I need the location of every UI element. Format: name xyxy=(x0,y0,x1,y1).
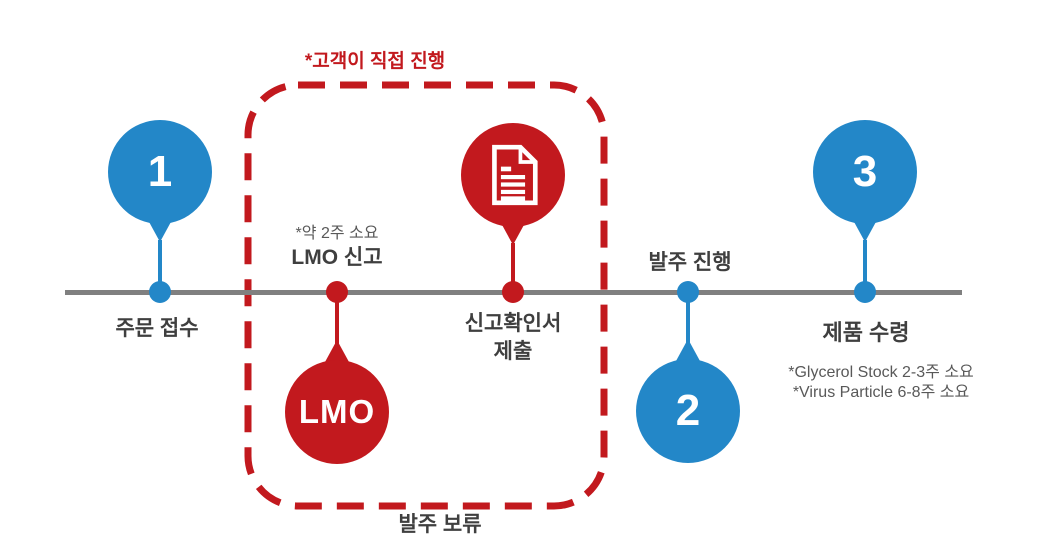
step3-label: 제품 수령 xyxy=(822,320,910,345)
lmo-label: LMO 신고 xyxy=(291,246,383,269)
step3-balloon-tail xyxy=(853,220,877,242)
doc-dot xyxy=(502,281,524,303)
step1-stem xyxy=(158,240,162,292)
doc-label-line1: 신고확인서 xyxy=(464,312,562,335)
lmo-stem xyxy=(335,292,339,344)
step2-balloon: 2 xyxy=(636,359,740,463)
step1-number: 1 xyxy=(147,147,173,196)
step3-balloon: 3 xyxy=(813,120,917,224)
step3-note-virus: *Virus Particle 6-8주 소요 xyxy=(792,384,970,401)
document-icon xyxy=(492,144,538,206)
hold-region-label: 발주 보류 xyxy=(398,513,482,536)
step3-note-glycerol: *Glycerol Stock 2-3주 소요 xyxy=(788,364,974,381)
lmo-balloon: LMO xyxy=(285,360,389,464)
step3-number: 3 xyxy=(852,147,878,196)
lmo-balloon-tail xyxy=(325,340,349,362)
step2-stem xyxy=(686,292,690,343)
step2-balloon-tail xyxy=(676,339,700,361)
doc-label-line2: 제출 xyxy=(493,340,533,364)
doc-label: 신고확인서 제출 xyxy=(433,310,593,367)
lmo-duration-note: *약 2주 소요 xyxy=(295,225,379,242)
doc-balloon xyxy=(461,123,565,227)
step3-dot xyxy=(854,281,876,303)
doc-balloon-tail xyxy=(501,223,525,245)
dashed-hold-region xyxy=(244,81,608,510)
step1-dot xyxy=(149,281,171,303)
doc-stem xyxy=(511,243,515,292)
step1-balloon: 1 xyxy=(108,120,212,224)
step1-balloon-tail xyxy=(148,220,172,242)
step2-label: 발주 진행 xyxy=(648,251,732,274)
step2-number: 2 xyxy=(675,386,701,435)
lmo-balloon-text: LMO xyxy=(298,393,376,430)
step3-stem xyxy=(863,240,867,292)
customer-note-label: *고객이 직접 진행 xyxy=(304,51,446,72)
step1-label: 주문 접수 xyxy=(115,317,199,340)
